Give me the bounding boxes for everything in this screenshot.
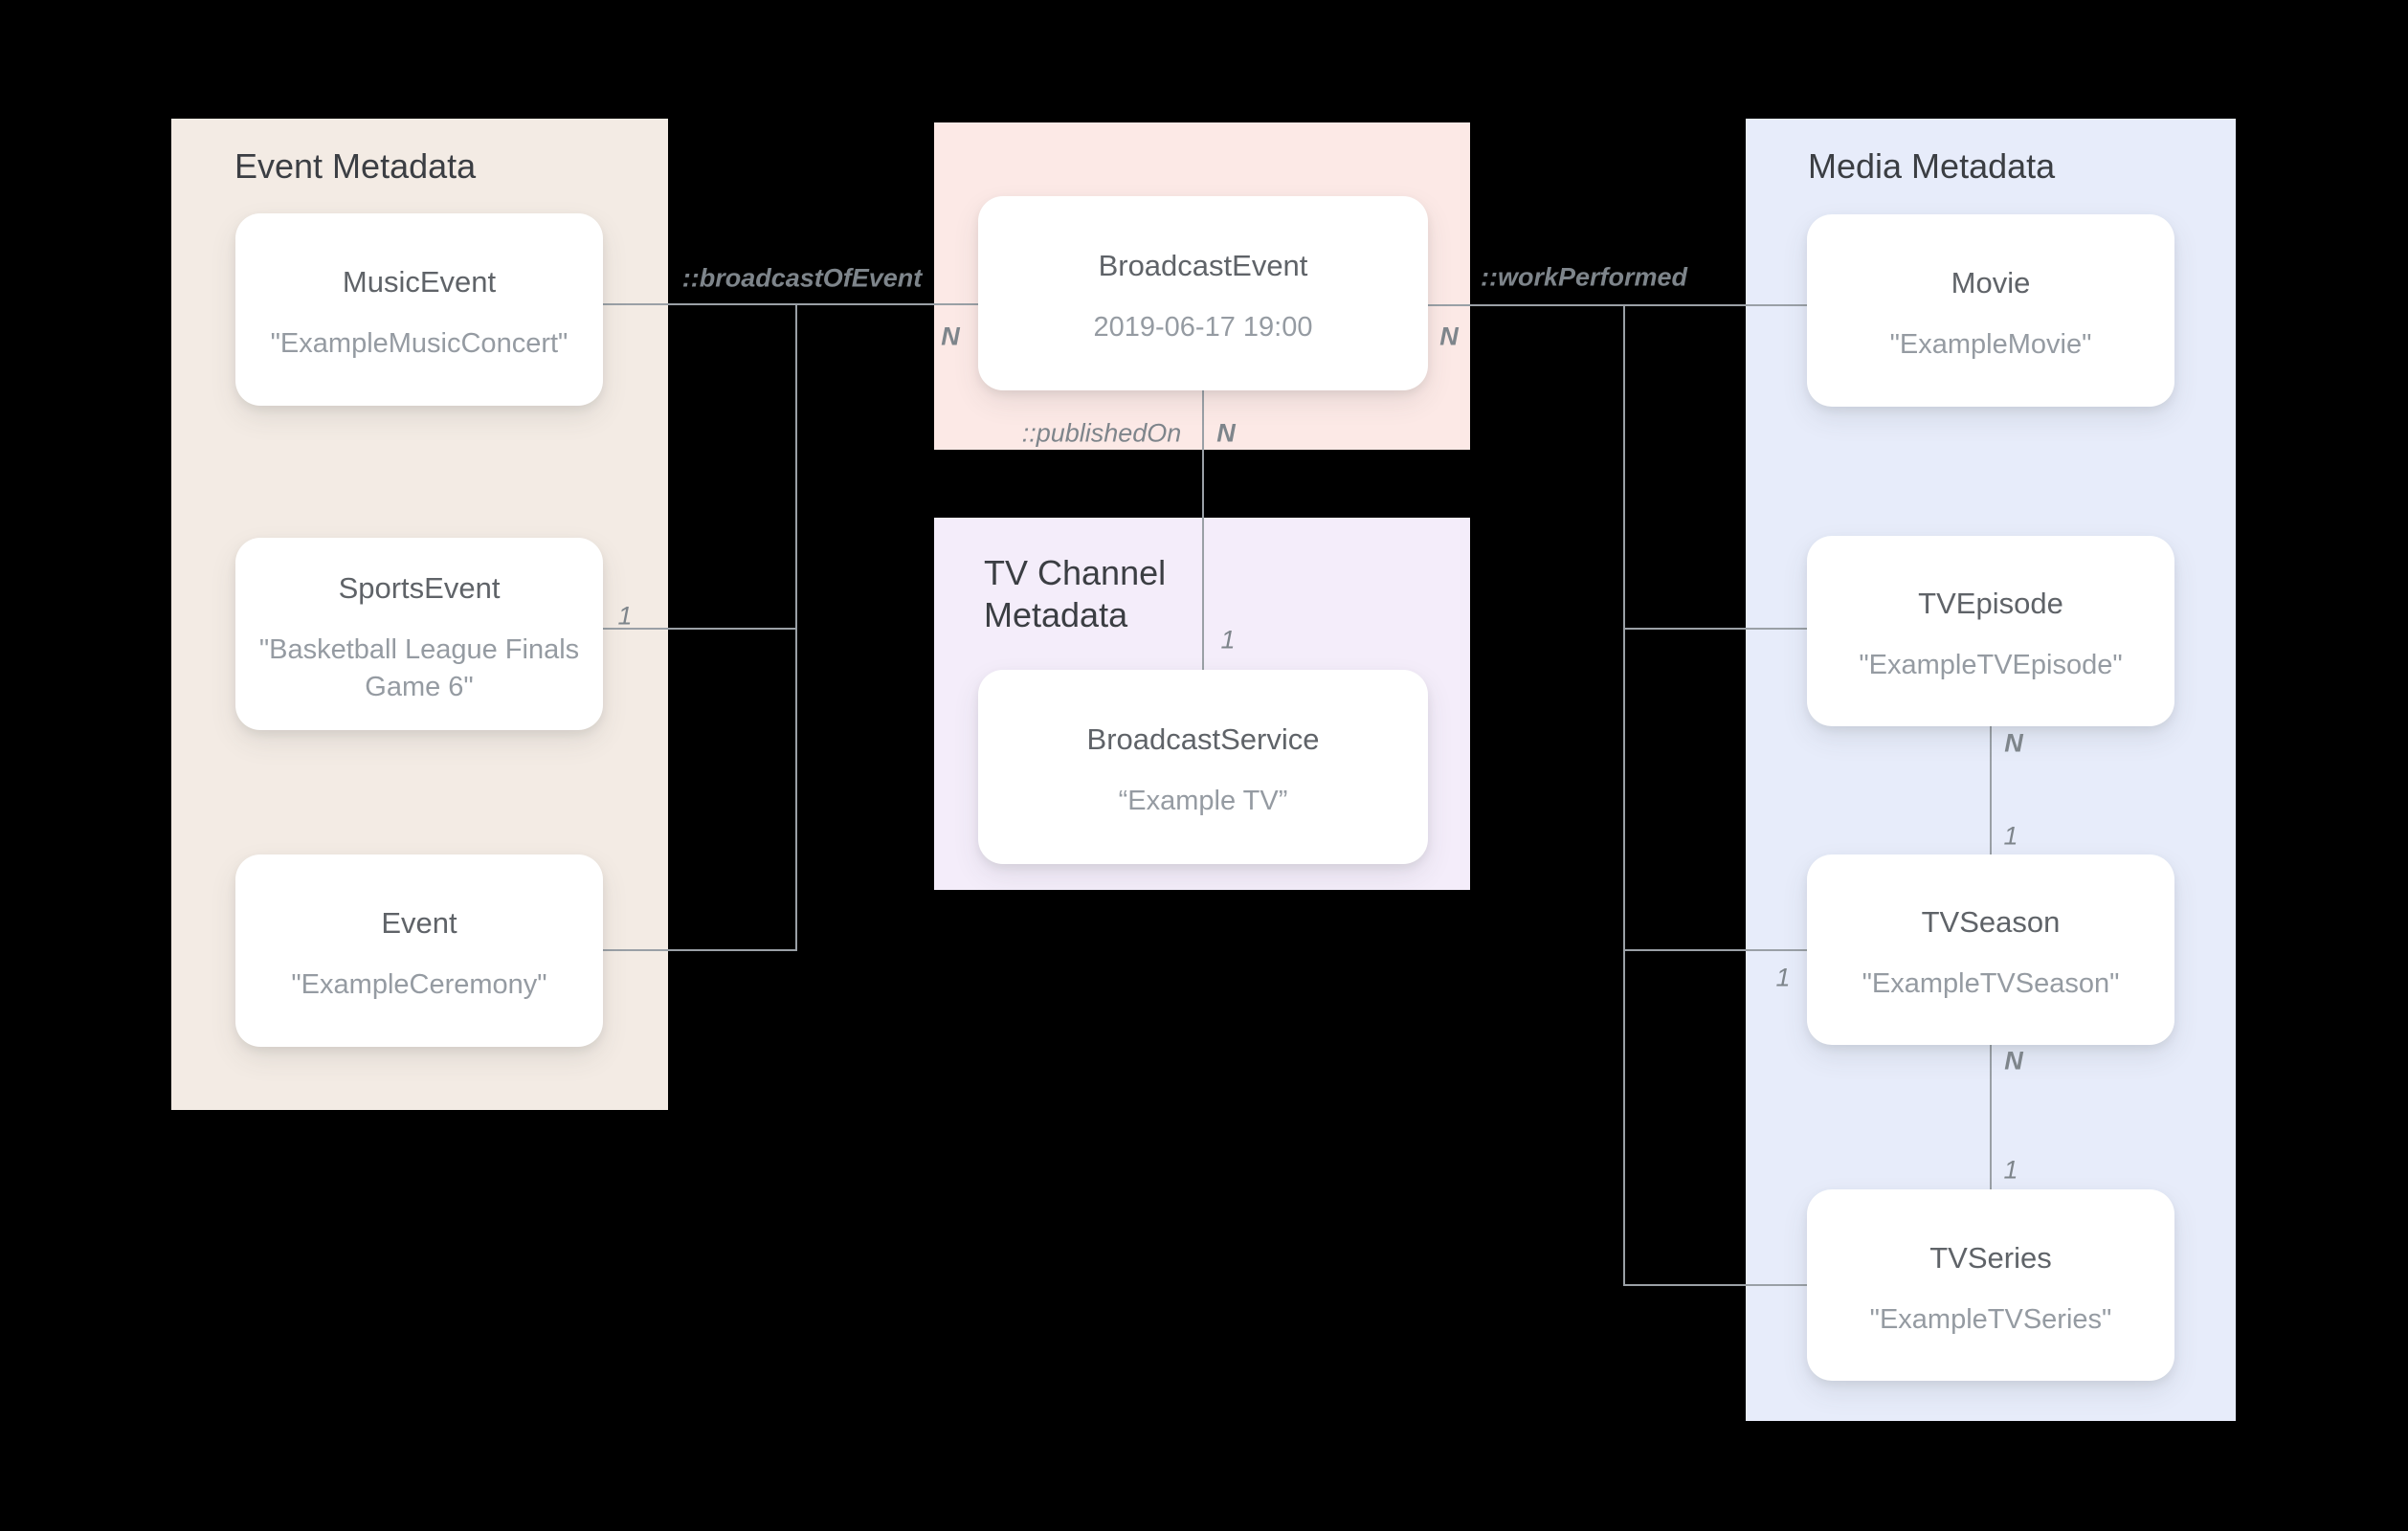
node-movie: Movie "ExampleMovie" [1807, 214, 2174, 407]
cardinality-n-tvseason-tvseries: N [2004, 1046, 2023, 1076]
panel-title-media-metadata: Media Metadata [1808, 146, 2056, 186]
node-name: BroadcastService [1086, 722, 1320, 757]
node-event: Event "ExampleCeremony" [235, 854, 603, 1047]
connector-broadcastevent-broadcastservice [1202, 381, 1204, 670]
edge-label-publishedon: ::publishedOn [1021, 418, 1182, 448]
node-value: "ExampleTVSeries" [1869, 1303, 2112, 1335]
connector-bus-tvepisode [1624, 628, 1807, 630]
connector-tvepisode-tvseason [1990, 717, 1992, 854]
connector-sportsevent-bus [603, 628, 796, 630]
node-value: "ExampleMusicConcert" [270, 328, 569, 360]
cardinality-1-tvseason-tvseries: 1 [2003, 1155, 2018, 1185]
cardinality-1-tvseason: 1 [1775, 963, 1791, 992]
node-name: SportsEvent [338, 570, 501, 605]
connector-bus-tvseries [1624, 1284, 1807, 1286]
cardinality-1-sportsevent: 1 [617, 601, 633, 631]
cardinality-n-broadcastofevent: N [941, 322, 960, 351]
node-name: BroadcastEvent [1098, 249, 1308, 283]
node-sportsevent: SportsEvent "Basketball League Finals Ga… [235, 538, 603, 730]
panel-title-event-metadata: Event Metadata [234, 146, 477, 186]
node-value: 2019-06-17 19:00 [1093, 312, 1313, 344]
node-value: "Basketball League Finals Game 6" [258, 633, 580, 702]
edge-label-broadcastofevent: ::broadcastOfEvent [681, 263, 923, 293]
node-name: TVSeries [1929, 1240, 2052, 1275]
connector-left-bus [795, 303, 797, 951]
connector-right-bus [1623, 304, 1625, 1286]
node-value: "ExampleTVEpisode" [1859, 650, 2123, 681]
node-tvseason: TVSeason "ExampleTVSeason" [1807, 854, 2174, 1045]
cardinality-n-publishedon: N [1216, 418, 1236, 448]
node-value: "ExampleTVSeason" [1862, 968, 2120, 1000]
node-musicevent: MusicEvent "ExampleMusicConcert" [235, 213, 603, 406]
node-tvseries: TVSeries "ExampleTVSeries" [1807, 1189, 2174, 1381]
node-name: Event [381, 906, 457, 941]
node-value: "ExampleMovie" [1889, 329, 2092, 361]
node-value: “Example TV” [1118, 786, 1288, 817]
edge-label-workperformed: ::workPerformed [1480, 262, 1688, 292]
connector-broadcastevent-movie [1428, 304, 1807, 306]
node-broadcastservice: BroadcastService “Example TV” [978, 670, 1428, 864]
connector-musicevent-broadcastevent [603, 303, 978, 305]
cardinality-1-broadcastservice: 1 [1220, 625, 1236, 655]
cardinality-n-workperformed: N [1439, 322, 1459, 351]
node-name: MusicEvent [342, 265, 497, 300]
node-name: Movie [1951, 266, 2031, 300]
connector-event-bus [603, 949, 796, 951]
node-broadcastevent: BroadcastEvent 2019-06-17 19:00 [978, 196, 1428, 390]
node-name: TVSeason [1921, 905, 2061, 940]
node-value: "ExampleCeremony" [291, 969, 547, 1001]
panel-title-tv-channel-metadata: TV Channel Metadata [984, 553, 1167, 634]
node-tvepisode: TVEpisode "ExampleTVEpisode" [1807, 536, 2174, 726]
connector-bus-tvseason [1624, 949, 1807, 951]
connector-tvseason-tvseries [1990, 1035, 1992, 1189]
node-name: TVEpisode [1918, 587, 2063, 621]
cardinality-1-tvepisode-tvseason: 1 [2003, 821, 2018, 851]
cardinality-n-tvepisode-tvseason: N [2004, 728, 2023, 758]
